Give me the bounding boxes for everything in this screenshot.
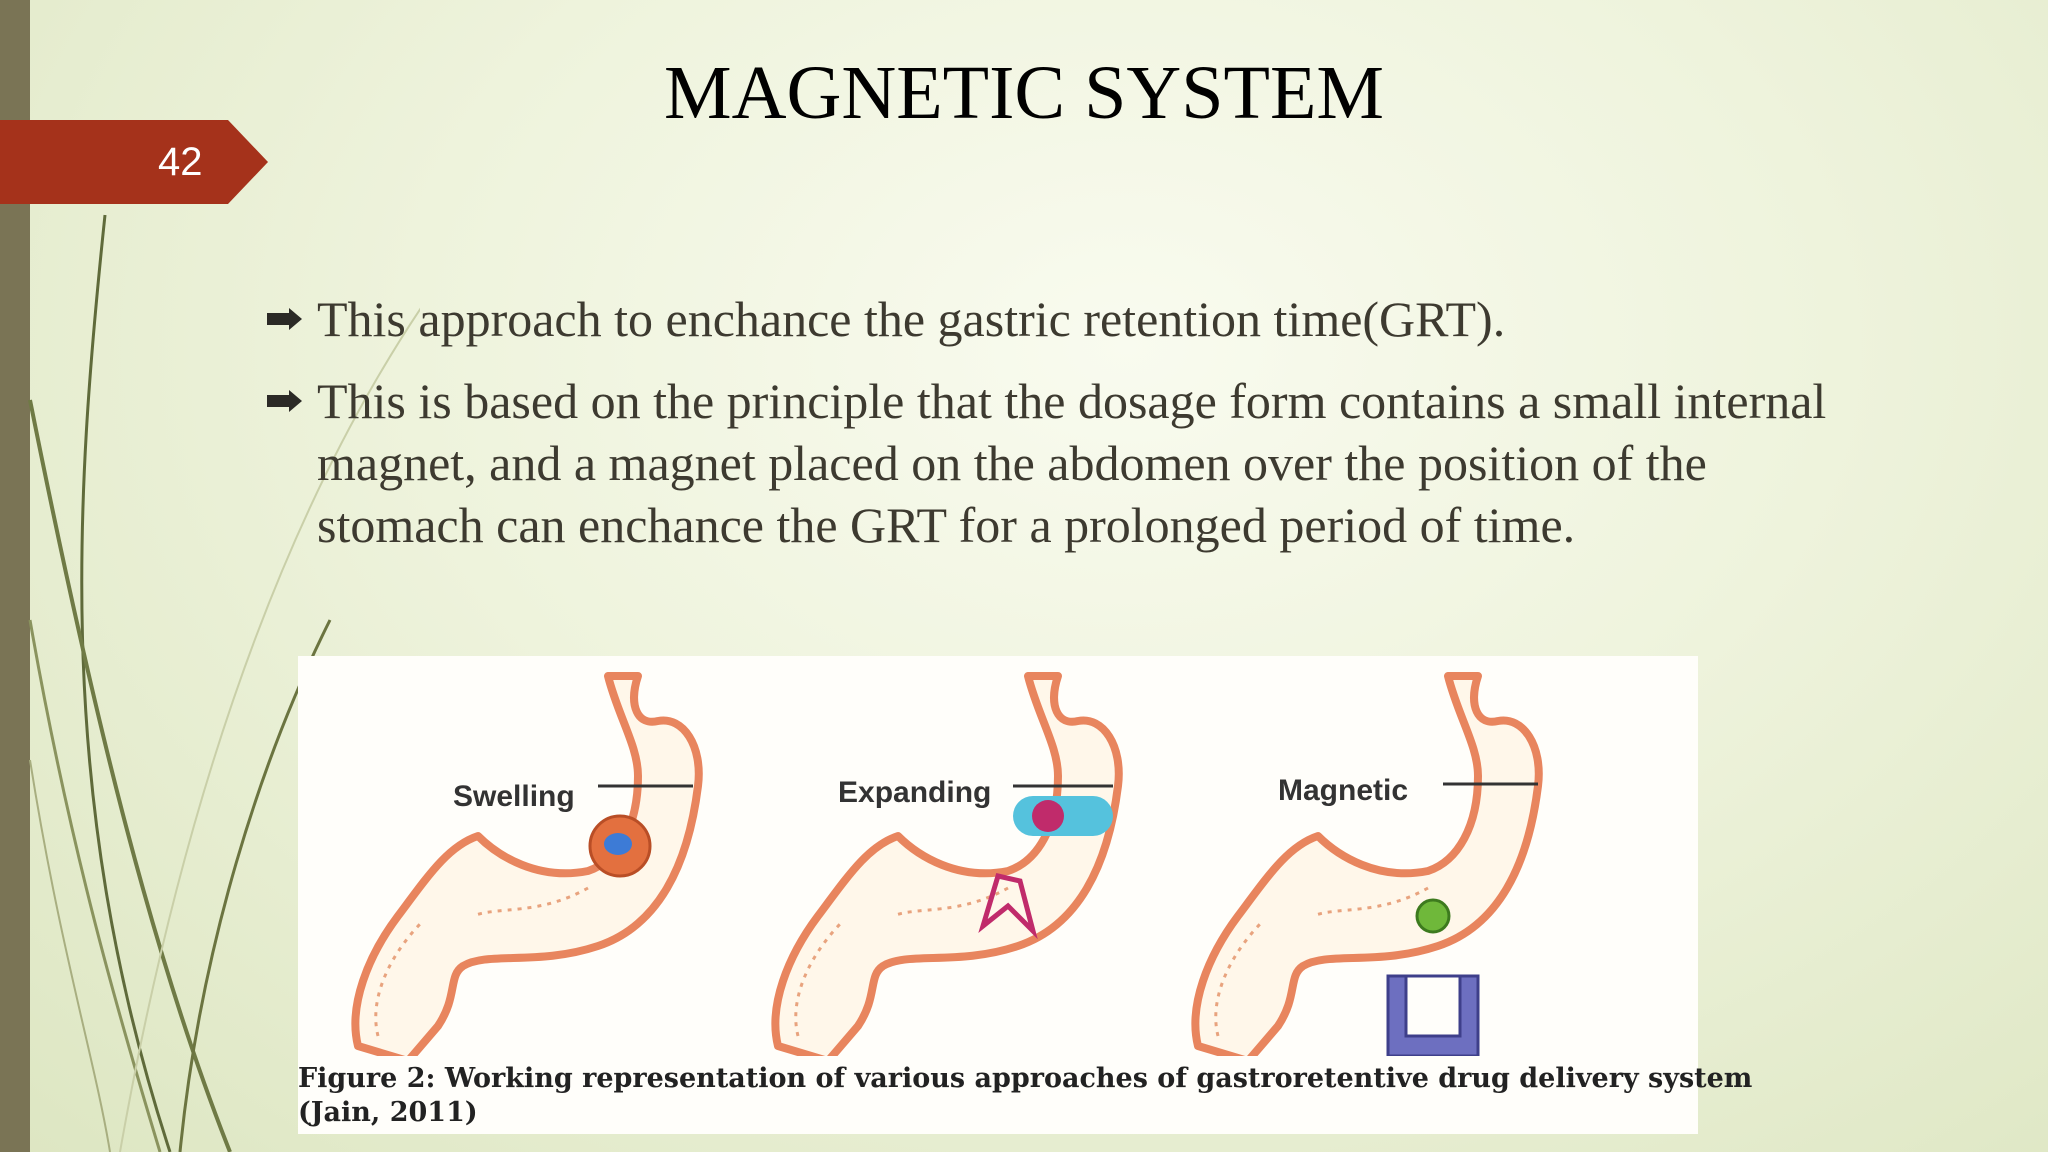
label-magnetic: Magnetic: [1278, 774, 1408, 807]
slide-number-badge: 42: [0, 120, 268, 204]
stomach-illustrations: Swelling Expanding Magnetic: [298, 656, 1698, 1056]
swelling-stomach: Swelling: [355, 676, 698, 1056]
arrow-bullet-icon: [267, 308, 302, 330]
bullet-text: This is based on the principle that the …: [317, 373, 1827, 553]
arrow-bullet-icon: [267, 390, 302, 412]
bullet-item: This approach to enchance the gastric re…: [265, 288, 1865, 350]
decorative-curves: [28, 214, 420, 1152]
caption-line-1: Figure 2: Working representation of vari…: [298, 1063, 1753, 1094]
bullet-text: This approach to enchance the gastric re…: [317, 291, 1506, 347]
magnetic-stomach: Magnetic: [1195, 676, 1538, 1056]
label-expanding: Expanding: [838, 776, 991, 809]
bullet-list: This approach to enchance the gastric re…: [265, 288, 1865, 576]
label-swelling: Swelling: [453, 780, 575, 813]
figure-caption: Figure 2: Working representation of vari…: [298, 1062, 1753, 1130]
expanding-stomach: Expanding: [775, 676, 1118, 1056]
bullet-item: This is based on the principle that the …: [265, 370, 1865, 556]
slide-number: 42: [158, 140, 203, 184]
stomach-figure: Swelling Expanding Magnetic Figure 2: Wo…: [298, 656, 1753, 1134]
caption-line-2: (Jain, 2011): [298, 1097, 478, 1128]
slide-title: MAGNETIC SYSTEM: [664, 51, 1384, 135]
